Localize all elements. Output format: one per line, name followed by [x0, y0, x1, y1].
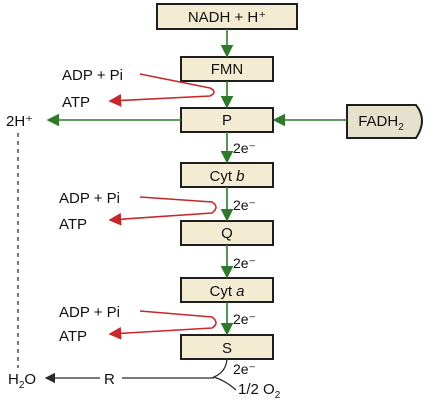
box-cyt-b: Cyt b	[180, 162, 274, 188]
label-p: P	[222, 112, 232, 129]
label-fmn: FMN	[211, 61, 244, 78]
box-cyt-a: Cyt a	[180, 277, 274, 303]
atp-arrow-3	[108, 310, 217, 340]
label-h2o: H2O	[8, 371, 36, 391]
box-q: Q	[180, 220, 274, 246]
label-2e-4: 2e⁻	[233, 311, 256, 327]
label-2e-1: 2e⁻	[233, 140, 256, 156]
adp-label-3: ADP + Pi	[59, 304, 120, 321]
label-2e-3: 2e⁻	[233, 255, 256, 271]
box-nadh: NADH + H⁺	[156, 3, 298, 30]
atp-arrow-1	[108, 73, 215, 107]
atp-label-3: ATP	[59, 328, 87, 345]
label-half-o2: 1/2 O2	[238, 381, 281, 401]
label-2e-5: 2e⁻	[233, 361, 256, 377]
label-r: R	[104, 371, 115, 388]
box-p: P	[180, 107, 274, 133]
box-s: S	[180, 334, 274, 360]
label-2e-2: 2e⁻	[233, 197, 256, 213]
label-nadh: NADH + H⁺	[188, 9, 266, 26]
box-fadh2: FADH2	[346, 104, 423, 139]
label-fadh2: FADH2	[358, 113, 404, 133]
atp-label-2: ATP	[59, 216, 87, 233]
label-2h-plus: 2H⁺	[6, 113, 33, 130]
box-fmn: FMN	[180, 56, 274, 82]
bracket-to-oxygen	[212, 358, 237, 391]
atp-label-1: ATP	[62, 94, 90, 111]
atp-arrow-2	[108, 196, 217, 226]
label-s: S	[222, 340, 232, 357]
label-q: Q	[221, 225, 233, 242]
adp-label-1: ADP + Pi	[62, 67, 123, 84]
label-cyt-a: Cyt a	[209, 283, 244, 300]
label-cyt-b: Cyt b	[209, 168, 244, 185]
adp-label-2: ADP + Pi	[59, 190, 120, 207]
